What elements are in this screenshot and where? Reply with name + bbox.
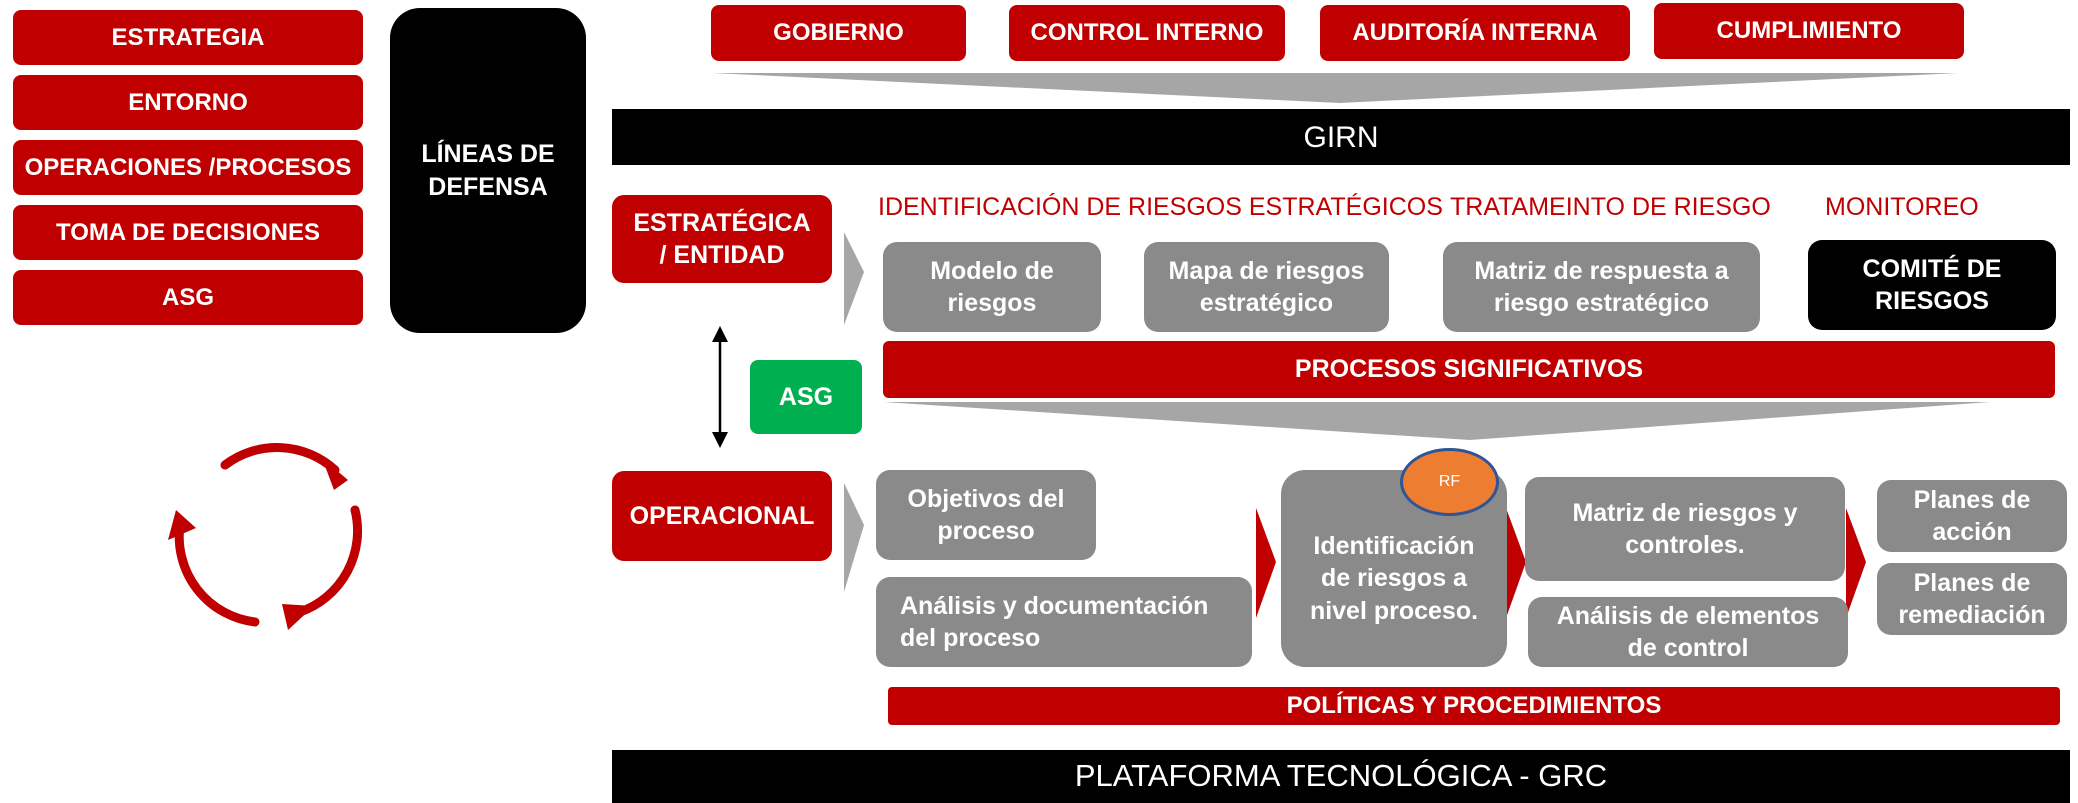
asg-badge: ASG xyxy=(750,360,862,434)
box-matriz-riesgos-controles: Matriz de riesgos y controles. xyxy=(1525,477,1845,581)
header-monitoreo: MONITOREO xyxy=(1825,193,1979,221)
analisis-line2: del proceso xyxy=(900,624,1041,652)
planes-accion-line2: acción xyxy=(1932,518,2012,546)
elementos-line1: Análisis de elementos xyxy=(1556,601,1820,630)
header-identificacion: IDENTIFICACIÓN DE RIESGOS ESTRATÉGICOS xyxy=(878,193,1443,221)
left-item-operaciones: OPERACIONES /PROCESOS xyxy=(13,140,363,195)
double-arrow-icon xyxy=(712,326,728,448)
chevron-right-icon xyxy=(1506,508,1526,618)
box-analisis-documentacion: Análisis y documentación del proceso xyxy=(876,577,1252,667)
strategic-label-line2: / ENTIDAD xyxy=(659,241,785,269)
left-item-estrategia: ESTRATEGIA xyxy=(13,10,363,65)
identificacion-line2: de riesgos a xyxy=(1321,564,1467,593)
planes-rem-line2: remediación xyxy=(1898,601,2046,629)
defense-lines-box: LÍNEAS DE DEFENSA xyxy=(390,8,586,333)
defense-line1: LÍNEAS DE xyxy=(421,140,555,168)
chevron-right-icon xyxy=(1846,508,1866,618)
identificacion-line1: Identificación xyxy=(1313,531,1475,560)
operational-label: OPERACIONAL xyxy=(612,471,832,561)
box-planes-accion: Planes de acción xyxy=(1877,480,2067,552)
operational-chevron-icon xyxy=(844,483,864,592)
mapa-line2: estratégico xyxy=(1199,289,1334,317)
box-matriz-respuesta: Matriz de respuesta a riesgo estratégico xyxy=(1443,242,1760,332)
objetivos-line2: proceso xyxy=(937,517,1035,545)
top-box-auditoria-interna: AUDITORÍA INTERNA xyxy=(1320,5,1630,61)
box-analisis-elementos-control: Análisis de elementos de control xyxy=(1528,597,1848,667)
box-objetivos-proceso: Objetivos del proceso xyxy=(876,470,1096,560)
chevron-right-icon xyxy=(1256,508,1276,618)
procesos-funnel-shape xyxy=(884,402,1990,440)
matriz-resp-line2: riesgo estratégico xyxy=(1493,289,1710,317)
rf-badge: RF xyxy=(1400,448,1499,516)
modelo-line1: Modelo de xyxy=(930,256,1054,285)
procesos-significativos-bar: PROCESOS SIGNIFICATIVOS xyxy=(883,341,2055,398)
identificacion-line3: nivel proceso. xyxy=(1309,596,1479,625)
box-identificacion-riesgos: Identificación de riesgos a nivel proces… xyxy=(1281,470,1507,667)
objetivos-line1: Objetivos del xyxy=(907,484,1065,513)
strategic-label: ESTRATÉGICA / ENTIDAD xyxy=(612,195,832,283)
mapa-line1: Mapa de riesgos xyxy=(1168,256,1365,285)
strategic-chevron-icon xyxy=(844,232,864,325)
top-box-control-interno: CONTROL INTERNO xyxy=(1009,5,1285,61)
top-box-cumplimiento: CUMPLIMIENTO xyxy=(1654,3,1964,59)
top-funnel-shape xyxy=(712,73,1958,103)
left-item-toma-decisiones: TOMA DE DECISIONES xyxy=(13,205,363,260)
box-modelo-riesgos: Modelo de riesgos xyxy=(883,242,1101,332)
matriz-resp-line1: Matriz de respuesta a xyxy=(1474,256,1729,285)
analisis-line1: Análisis y documentación xyxy=(900,591,1209,620)
planes-accion-line1: Planes de xyxy=(1913,485,2031,514)
matriz-ctrl-line1: Matriz de riesgos y xyxy=(1572,498,1798,527)
planes-rem-line1: Planes de xyxy=(1913,568,2031,597)
elementos-line2: de control xyxy=(1627,634,1749,662)
girn-bar: GIRN xyxy=(612,109,2070,165)
strategic-label-line1: ESTRATÉGICA xyxy=(633,208,811,237)
comite-line2: RIESGOS xyxy=(1875,287,1989,315)
box-comite-riesgos: COMITÉ DE RIESGOS xyxy=(1808,240,2056,330)
plataforma-bar: PLATAFORMA TECNOLÓGICA - GRC xyxy=(612,750,2070,803)
box-planes-remediacion: Planes de remediación xyxy=(1877,563,2067,635)
modelo-line2: riesgos xyxy=(947,289,1037,317)
left-item-asg: ASG xyxy=(13,270,363,325)
comite-line1: COMITÉ DE xyxy=(1862,254,2002,283)
left-item-entorno: ENTORNO xyxy=(13,75,363,130)
politicas-bar: POLÍTICAS Y PROCEDIMIENTOS xyxy=(888,687,2060,725)
header-tratamiento: TRATAMEINTO DE RIESGO xyxy=(1450,193,1771,221)
defense-line2: DEFENSA xyxy=(428,172,548,201)
box-mapa-riesgos: Mapa de riesgos estratégico xyxy=(1144,242,1389,332)
matriz-ctrl-line2: controles. xyxy=(1625,531,1745,559)
top-box-gobierno: GOBIERNO xyxy=(711,5,966,61)
